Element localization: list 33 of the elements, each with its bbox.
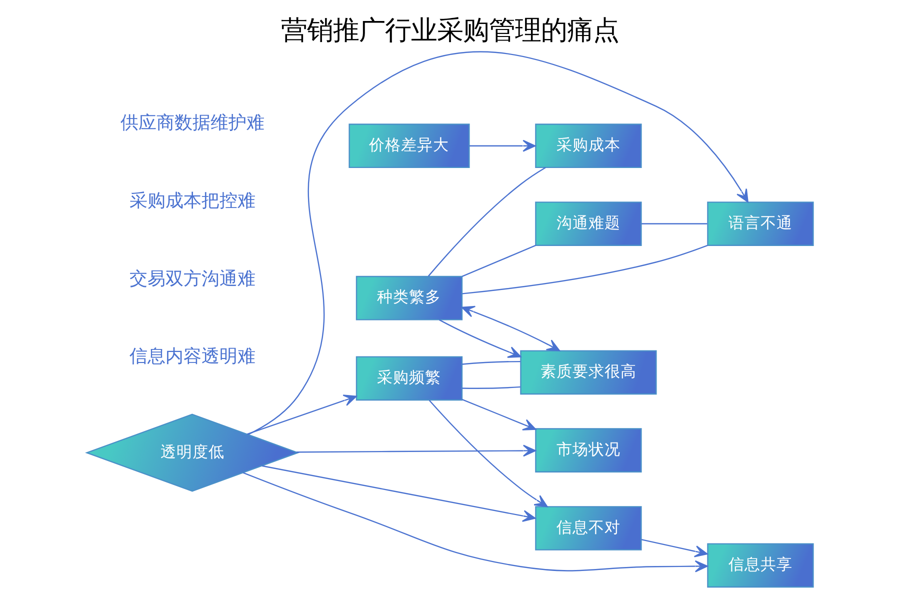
node-box: 采购频繁 <box>356 356 463 401</box>
arrow <box>461 306 560 352</box>
node-box: 语言不通 <box>707 202 814 246</box>
node-diamond: 透明度低 <box>85 414 300 492</box>
connector <box>428 166 546 277</box>
arrow <box>428 400 548 508</box>
arrow <box>469 140 536 152</box>
node-box: 种类繁多 <box>356 276 463 320</box>
arrow <box>462 398 536 430</box>
node-box: 信息共享 <box>707 543 814 588</box>
node-box: 沟通难题 <box>535 202 642 246</box>
arrow <box>248 51 748 436</box>
connector <box>462 386 520 389</box>
label: 采购成本把控难 <box>129 190 256 212</box>
node-box: 信息不对 <box>535 506 642 550</box>
label: 供应商数据维护难 <box>120 112 264 134</box>
arrow <box>246 394 357 435</box>
connector <box>462 360 520 365</box>
node-box: 价格差异大 <box>348 124 470 168</box>
node-box: 采购成本 <box>535 124 642 168</box>
diagram-title: 营销推广行业采购管理的痛点 <box>281 16 619 46</box>
arrow <box>641 539 708 558</box>
connector <box>462 244 708 294</box>
label: 信息内容透明难 <box>129 346 256 368</box>
arrow <box>242 472 708 572</box>
connector <box>641 223 708 224</box>
label: 交易双方沟通难 <box>129 268 256 290</box>
arrow <box>296 444 536 457</box>
arrow <box>438 319 522 358</box>
arrow <box>262 465 536 522</box>
connector <box>462 244 536 277</box>
node-box: 素质要求很高 <box>520 350 657 395</box>
node-box: 市场状况 <box>535 428 642 472</box>
